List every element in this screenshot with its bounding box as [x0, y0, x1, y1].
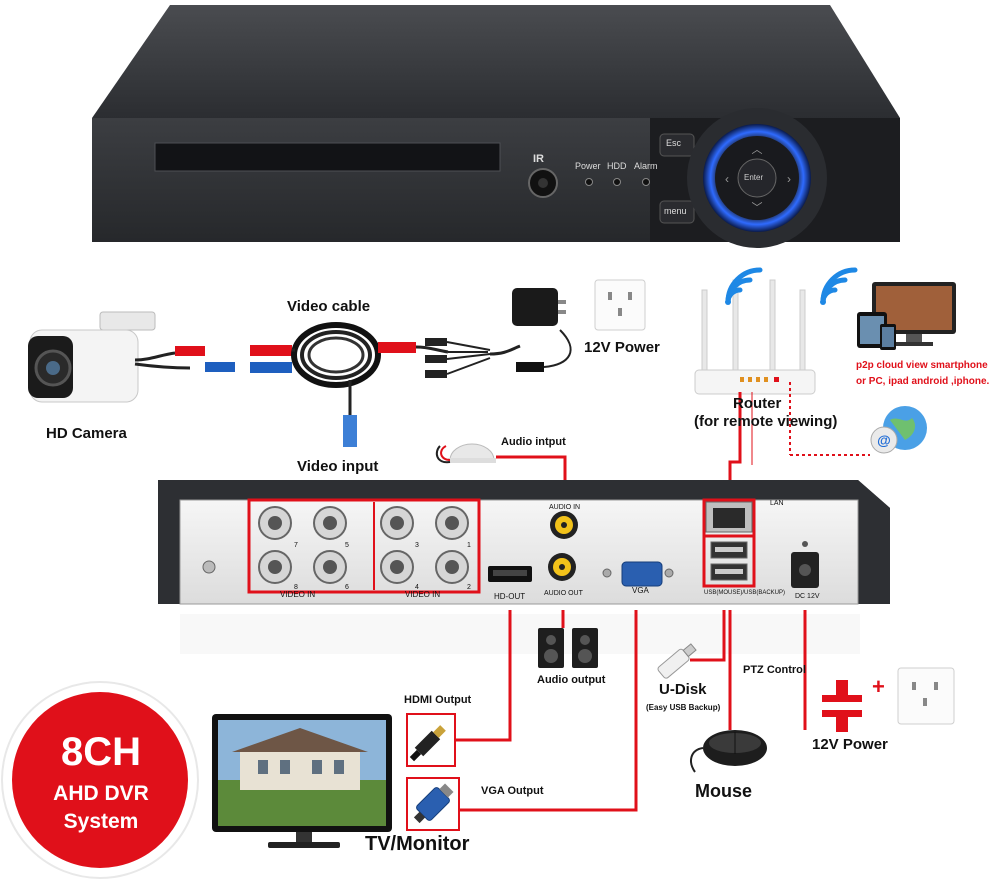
smartphone-tablet-pc-icon — [857, 282, 956, 350]
badge-product: AHD DVR — [53, 782, 149, 805]
wall-socket-icon — [594, 279, 646, 331]
hdmi-output-label: HDMI Output — [404, 694, 472, 706]
system-badge — [1, 681, 199, 879]
p2p-text-line1: p2p cloud view smartphone — [856, 360, 988, 371]
microphone-icon — [435, 443, 496, 464]
channel-label: 7 — [294, 542, 298, 549]
channel-label: 3 — [415, 542, 419, 549]
p2p-text-line2: or PC, ipad android ,iphone. — [856, 376, 990, 387]
audio-out-rca-icon[interactable] — [548, 553, 576, 581]
hd-camera-icon — [28, 311, 156, 403]
power-led-icon — [585, 178, 593, 186]
u-disk-label: U-Disk — [659, 681, 707, 698]
u-disk-sub-label: (Easy USB Backup) — [646, 703, 721, 712]
alarm-led-icon — [642, 178, 650, 186]
channel-label: 6 — [345, 584, 349, 591]
vga-port-icon[interactable] — [621, 561, 663, 587]
right-arrow-icon[interactable]: › — [787, 172, 791, 186]
vga-cable-icon — [413, 783, 454, 824]
channel-label: 5 — [345, 542, 349, 549]
hdd-led-icon — [613, 178, 621, 186]
video-cable-label: Video cable — [287, 298, 371, 315]
video-input-plug-icon — [343, 415, 357, 447]
power-plug-red-icon — [175, 346, 205, 356]
audio-out-label: AUDIO OUT — [544, 590, 583, 597]
svg-text:@: @ — [877, 432, 891, 448]
video-cable-coil-icon — [291, 322, 381, 388]
hd-out-label: HD-OUT — [494, 592, 526, 601]
bottom-connection-diagram: + — [1, 610, 955, 879]
power-adapter-icon — [512, 288, 566, 326]
esc-button[interactable] — [659, 133, 695, 157]
bnc-connector-icon[interactable] — [258, 506, 469, 584]
left-arrow-icon[interactable]: ‹ — [725, 172, 729, 186]
channel-label: 8 — [294, 584, 298, 591]
down-arrow-icon[interactable]: ﹀ — [752, 201, 763, 214]
video-input-label: Video input — [297, 458, 379, 475]
internet-globe-icon: @ — [870, 406, 927, 454]
menu-label: menu — [664, 206, 687, 216]
audio-output-label: Audio output — [537, 674, 606, 686]
dvr-top-face — [92, 5, 900, 118]
up-arrow-icon[interactable]: ︿ — [752, 144, 763, 156]
channel-label: 2 — [467, 584, 471, 591]
video-in-label: VIDEO IN — [280, 590, 316, 599]
wall-socket-icon — [897, 667, 955, 725]
vga-label: VGA — [632, 586, 649, 595]
mouse-icon — [690, 730, 767, 773]
ptz-control-label: PTZ Control — [743, 664, 806, 676]
dc-label: DC 12V — [795, 593, 820, 600]
hd-camera-label: HD Camera — [46, 425, 127, 442]
alarm-led-label: Alarm — [634, 161, 658, 171]
lan-label: LAN — [770, 500, 784, 507]
usb-label: USB(MOUSE)/USB(BACKUP) — [704, 590, 786, 596]
hdmi-cable-icon — [409, 725, 446, 762]
tv-monitor-icon — [212, 714, 392, 848]
usb-flash-drive-icon — [657, 643, 697, 679]
badge-channels: 8CH — [60, 730, 142, 774]
video-in-label: VIDEO IN — [405, 590, 441, 599]
hdd-led-label: HDD — [607, 161, 627, 171]
dvr-display-window — [154, 142, 501, 172]
dc-polarity-icon: + — [822, 674, 885, 732]
dvr-back-panel — [158, 480, 890, 605]
ground-screw-icon — [202, 560, 216, 574]
audio-in-rca-icon[interactable] — [550, 511, 578, 539]
menu-button[interactable] — [659, 200, 695, 224]
audio-input-label: Audio intput — [501, 436, 566, 448]
wifi-icon — [820, 267, 858, 305]
router-icon — [694, 279, 816, 395]
power-12v-bottom-label: 12V Power — [812, 736, 888, 753]
channel-label: 4 — [415, 584, 419, 591]
mouse-label: Mouse — [695, 781, 753, 801]
tv-monitor-label: TV/Monitor — [365, 833, 470, 855]
router-label: Router — [733, 395, 782, 412]
router-sub-label: (for remote viewing) — [694, 413, 838, 430]
top-connection-diagram: @ — [28, 267, 956, 490]
svg-text:+: + — [872, 674, 885, 699]
video-in-highlight — [247, 498, 481, 594]
power-12v-top-label: 12V Power — [584, 339, 660, 356]
channel-label: 1 — [467, 542, 471, 549]
audio-in-label: AUDIO IN — [549, 504, 581, 511]
dvr-front-view: ︿ ﹀ ‹ › — [92, 5, 900, 248]
power-led-label: Power — [575, 161, 601, 171]
badge-system: System — [63, 810, 139, 833]
ir-label: IR — [533, 153, 544, 165]
enter-label: Enter — [744, 173, 764, 182]
enter-button[interactable] — [737, 158, 777, 198]
bnc-plug-blue-icon — [205, 362, 235, 372]
vga-output-label: VGA Output — [481, 785, 544, 797]
speaker-icon — [538, 628, 598, 668]
esc-label: Esc — [666, 138, 682, 148]
